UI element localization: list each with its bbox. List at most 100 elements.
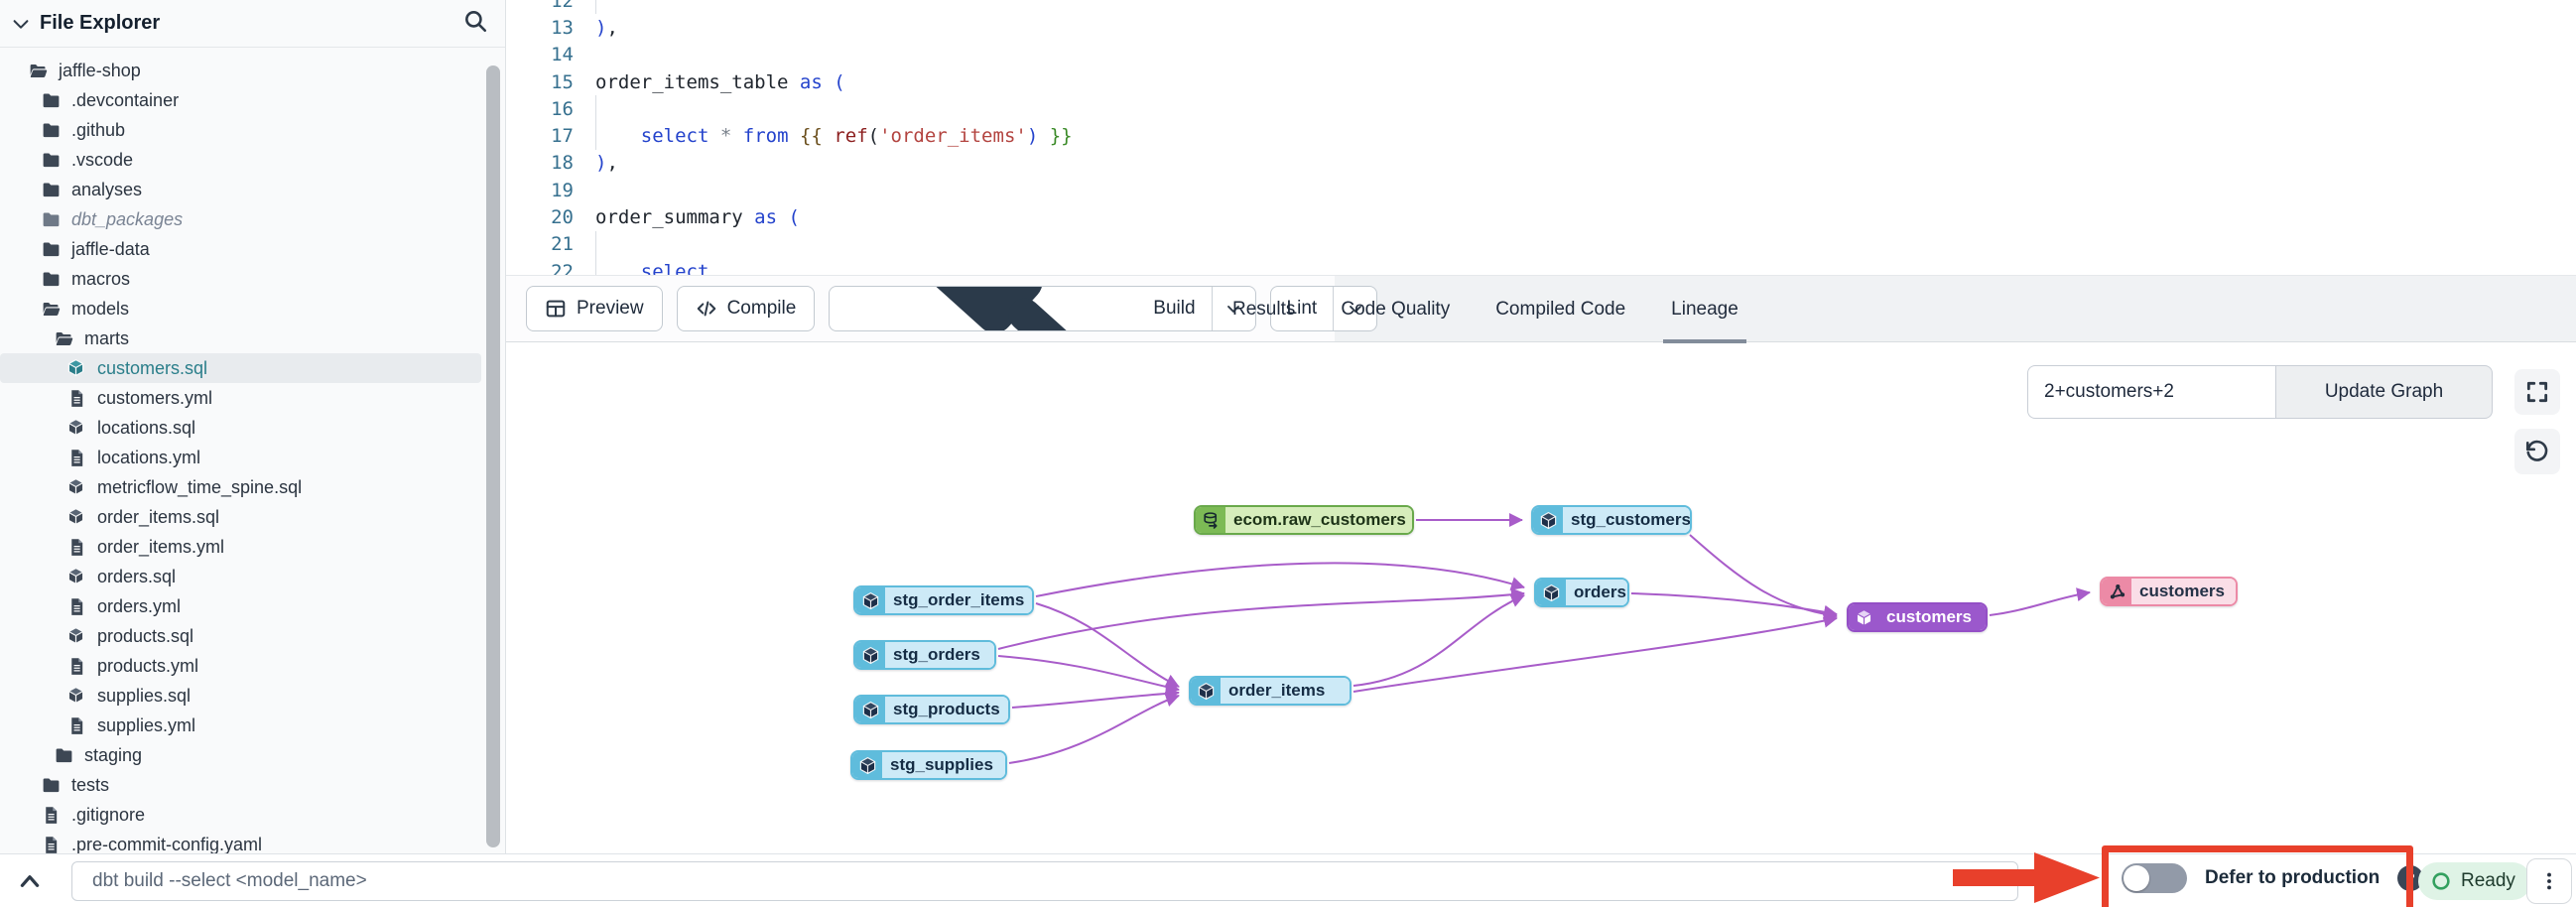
code-text: ), <box>595 16 618 39</box>
file-tree-item-customers-yml[interactable]: customers.yml <box>0 383 481 413</box>
graph-node-stg-supplies[interactable]: stg_supplies <box>850 750 1007 780</box>
file-tree-item-orders-yml[interactable]: orders.yml <box>0 591 481 621</box>
file-tree-item-customers-sql[interactable]: customers.sql <box>0 353 481 383</box>
file-label: macros <box>71 268 131 289</box>
graph-node-ecom-raw-customers[interactable]: ecom.raw_customers <box>1194 505 1414 535</box>
defer-toggle[interactable] <box>2122 863 2187 893</box>
file-tree-item--github[interactable]: .github <box>0 115 481 145</box>
fullscreen-icon[interactable] <box>2514 369 2560 415</box>
file-tree-item-products-yml[interactable]: products.yml <box>0 651 481 681</box>
tabs-background <box>1335 276 2576 341</box>
sidebar-scrollbar[interactable] <box>486 65 500 847</box>
graph-node-stg-customers[interactable]: stg_customers <box>1531 505 1692 535</box>
file-tree-item-supplies-yml[interactable]: supplies.yml <box>0 711 481 740</box>
dbt-command-input[interactable] <box>71 861 2018 901</box>
tab-lineage[interactable]: Lineage <box>1663 276 1746 343</box>
file-tree-item--devcontainer[interactable]: .devcontainer <box>0 85 481 115</box>
graph-node-stg-order-items[interactable]: stg_order_items <box>853 585 1034 615</box>
lint-dropdown-caret[interactable] <box>1333 287 1376 330</box>
file-tree-item-locations-sql[interactable]: locations.sql <box>0 413 481 443</box>
graph-node-customers[interactable]: customers <box>1847 602 1988 632</box>
file-tree-item-dbt-packages[interactable]: dbt_packages <box>0 204 481 234</box>
file-tree-item-supplies-sql[interactable]: supplies.sql <box>0 681 481 711</box>
tab-results[interactable]: Results <box>1232 299 1296 320</box>
file-tree-item-order-items-sql[interactable]: order_items.sql <box>0 502 481 532</box>
line-number: 16 <box>551 97 574 120</box>
preview-button[interactable]: Preview <box>526 286 663 331</box>
file-explorer-header: File Explorer <box>0 0 505 48</box>
code-text: order_summary as ( <box>595 206 800 229</box>
file-tree-item--gitignore[interactable]: .gitignore <box>0 800 481 830</box>
file-label: staging <box>84 744 143 765</box>
build-dropdown-caret[interactable] <box>1211 287 1255 330</box>
file-label: supplies.yml <box>97 714 196 735</box>
kebab-menu-button[interactable] <box>2526 858 2572 904</box>
file-tree-item-analyses[interactable]: analyses <box>0 175 481 204</box>
reset-view-icon[interactable] <box>2514 429 2560 474</box>
node-label: stg_orders <box>885 642 994 668</box>
file-tree-item-staging[interactable]: staging <box>0 740 481 770</box>
folder-icon <box>54 745 74 766</box>
file-label: dbt_packages <box>71 208 184 229</box>
graph-node-orders[interactable]: orders <box>1534 578 1629 607</box>
code-line-17: 17 select * from {{ ref('order_items') }… <box>506 122 2576 150</box>
line-number: 17 <box>551 125 574 148</box>
file-label: jaffle-shop <box>59 60 141 80</box>
graph-node-stg-products[interactable]: stg_products <box>853 695 1010 724</box>
graph-node-customers-exposure[interactable]: customers <box>2100 577 2238 606</box>
ready-label: Ready <box>2461 870 2515 891</box>
lint-label: Lint <box>1286 298 1318 319</box>
build-button[interactable]: Build <box>830 287 1211 330</box>
doc-icon <box>66 715 87 736</box>
file-tree-item--vscode[interactable]: .vscode <box>0 145 481 175</box>
file-label: supplies.sql <box>97 685 192 706</box>
file-tree-item-jaffle-data[interactable]: jaffle-data <box>0 234 481 264</box>
lint-split-button: Lint <box>1269 286 1378 331</box>
line-number: 22 <box>551 260 574 275</box>
file-tree-item-tests[interactable]: tests <box>0 770 481 800</box>
ready-ring-icon <box>2430 870 2452 892</box>
file-tree-item-locations-yml[interactable]: locations.yml <box>0 443 481 472</box>
graph-node-order-items[interactable]: order_items <box>1189 676 1352 706</box>
file-tree-item-metricflow-time-spine-sql[interactable]: metricflow_time_spine.sql <box>0 472 481 502</box>
node-label: stg_customers <box>1563 507 1690 533</box>
lint-button[interactable]: Lint <box>1271 287 1334 330</box>
file-explorer-title: File Explorer <box>40 12 161 34</box>
file-tree-item-macros[interactable]: macros <box>0 264 481 294</box>
file-tree-item-marts[interactable]: marts <box>0 324 481 353</box>
tab-code-quality[interactable]: Code Quality <box>1341 299 1451 320</box>
search-icon[interactable] <box>458 4 492 38</box>
model-icon <box>66 358 87 379</box>
lineage-selector-input[interactable] <box>2027 365 2275 419</box>
model-icon <box>66 567 87 587</box>
compile-button[interactable]: Compile <box>676 286 816 331</box>
file-tree-item-orders-sql[interactable]: orders.sql <box>0 562 481 591</box>
code-text: ), <box>595 152 618 175</box>
code-text: select <box>640 260 709 275</box>
update-graph-button[interactable]: Update Graph <box>2275 365 2493 419</box>
file-tree-item-products-sql[interactable]: products.sql <box>0 621 481 651</box>
node-label: customers <box>2131 579 2236 604</box>
tab-compiled-code[interactable]: Compiled Code <box>1495 299 1626 320</box>
model-icon <box>66 418 87 439</box>
doc-icon <box>66 656 87 677</box>
chevron-down-icon[interactable] <box>10 13 32 35</box>
cube-icon <box>1536 580 1566 605</box>
model-icon <box>66 507 87 528</box>
indent-guide <box>595 95 596 123</box>
chevron-up-icon[interactable] <box>16 868 44 894</box>
node-label: orders <box>1566 580 1627 605</box>
file-tree-item--pre-commit-config-yaml[interactable]: .pre-commit-config.yaml <box>0 830 481 853</box>
folder-icon <box>41 180 62 200</box>
file-tree-item-order-items-yml[interactable]: order_items.yml <box>0 532 481 562</box>
graph-node-stg-orders[interactable]: stg_orders <box>853 640 996 670</box>
file-tree-item-models[interactable]: models <box>0 294 481 324</box>
cube-icon <box>855 642 885 668</box>
file-label: orders.yml <box>97 595 182 616</box>
cube-icon <box>855 697 885 722</box>
file-tree-item-jaffle-shop[interactable]: jaffle-shop <box>0 56 481 85</box>
